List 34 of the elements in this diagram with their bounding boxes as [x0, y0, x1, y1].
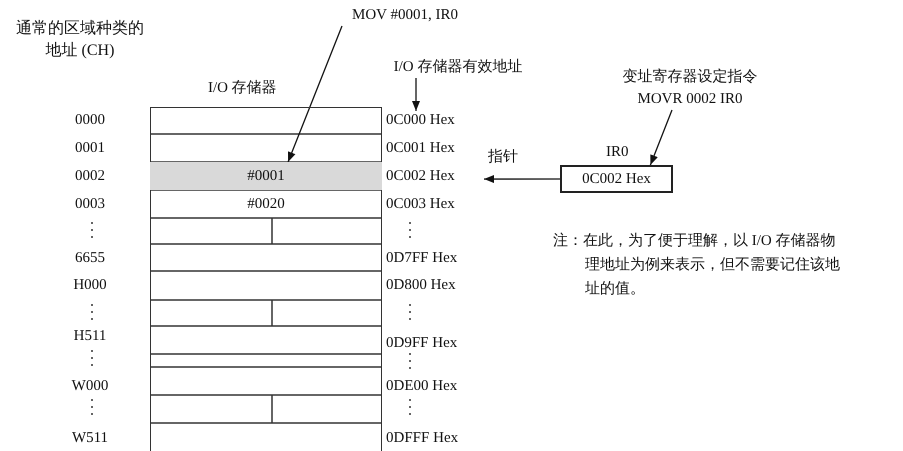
address-label: H511 [72, 327, 108, 345]
address-value: 0DFFF Hex [386, 429, 460, 447]
address-label: 0003 [74, 195, 106, 213]
memory-cell: #0001 [150, 162, 382, 190]
arrow [650, 110, 673, 166]
address-label: H000 [72, 276, 108, 294]
address-value: 0C000 Hex [386, 111, 455, 129]
address-label: 6655 [74, 249, 106, 267]
arrow [412, 78, 420, 111]
address-value: 0D9FF Hex [386, 334, 458, 352]
instruction-text: MOVR 0002 IR0 [636, 90, 744, 109]
address-value: 0DE00 Hex [386, 377, 458, 395]
address-value: 0D7FF Hex [386, 249, 458, 267]
address-value: 0D800 Hex [386, 276, 457, 294]
column-heading: I/O 存储器有效地址 [394, 58, 522, 76]
edge-label: 指针 [488, 148, 518, 166]
memory-cell: #0020 [150, 190, 382, 218]
axis-heading: 通常的区域种类的地址 (CH) [15, 18, 145, 61]
arrow [484, 175, 560, 184]
address-value: 0C003 Hex [386, 195, 456, 213]
address-label: 0000 [74, 111, 106, 129]
register-name: IR0 [606, 143, 628, 161]
instruction-text: MOV #0001, IR0 [352, 6, 458, 24]
address-label: 0001 [74, 139, 106, 157]
table-heading: I/O 存储器 [208, 79, 277, 97]
address-value: 0C002 Hex [386, 167, 455, 185]
address-label: 0002 [74, 167, 106, 185]
register-box: 0C002 Hex [560, 165, 673, 193]
address-label: W000 [70, 377, 110, 395]
note-text: 注：在此，为了便于理解，以 I/O 存储器物理地址为例来表示，但不需要记住该地址的值。 [553, 232, 841, 299]
address-label: W511 [70, 429, 110, 447]
arrow [287, 26, 343, 162]
instruction-caption: 变址寄存器设定指令 [622, 67, 758, 87]
address-value: 0C001 Hex [386, 139, 456, 157]
